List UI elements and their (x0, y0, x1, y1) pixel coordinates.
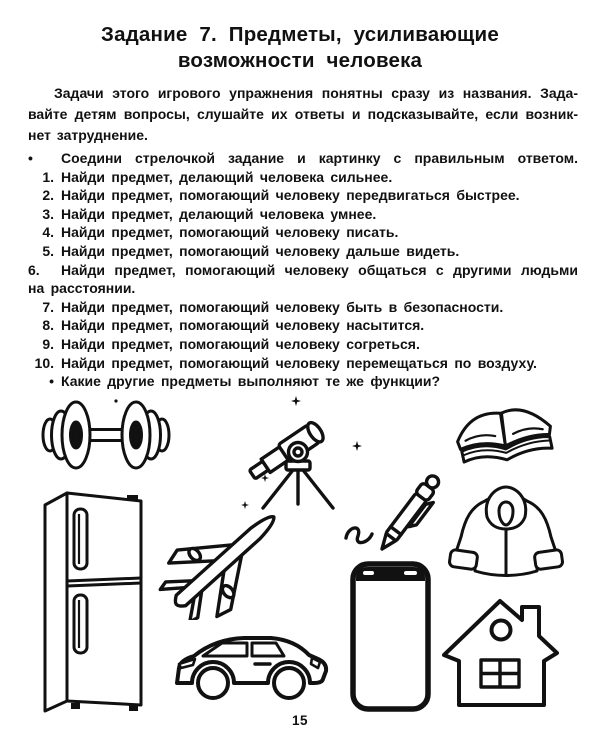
lead-bullet-text: Соедини стрелочкой задание и картинку с … (61, 150, 578, 166)
fur-coat-drawing[interactable] (447, 471, 565, 579)
lead-bullet-row: • Соедини стрелочкой задание и картинку с… (28, 149, 578, 168)
task-number: 5. (42, 242, 54, 259)
page-title-line1: Задание 7. Предметы, усиливающие (101, 23, 499, 46)
task-item-3[interactable]: 3. Найди предмет, делающий человека умнее… (28, 205, 578, 224)
intro-paragraph: Задачи этого игрового упражнения понятны… (28, 83, 578, 146)
task-text: Найди предмет, делающий человека умнее. (61, 205, 377, 222)
task-number: 1. (42, 168, 54, 185)
page-title: Задание 7. Предметы, усиливающие возможн… (28, 22, 572, 74)
task-text: Найди предмет, помогающий человеку быть … (61, 298, 504, 315)
task-text: Найди предмет, помогающий человеку перед… (61, 187, 520, 204)
task-text: Найди предмет, помогающий человеку насыт… (61, 317, 425, 334)
bullet-marker: • (28, 150, 33, 166)
pen-drawing[interactable] (338, 452, 453, 567)
task-text: Найди предмет, делающий человека сильнее… (61, 168, 393, 185)
task-number: 3. (42, 205, 54, 222)
task-item-9[interactable]: 9. Найди предмет, помогающий человеку сог… (28, 335, 578, 354)
task-item-6-continuation: на расстоянии. (28, 280, 136, 297)
task-item-7[interactable]: 7. Найди предмет, помогающий человеку быт… (28, 298, 578, 317)
task-text: Найди предмет, помогающий человеку перем… (61, 354, 537, 371)
bullet-marker: • (49, 373, 54, 390)
task-item-8[interactable]: 8. Найди предмет, помогающий человеку нас… (28, 316, 578, 335)
speck-icon (114, 399, 118, 403)
task-item-4[interactable]: 4. Найди предмет, помогающий человеку пис… (28, 223, 578, 242)
tail-bullet-text: Какие другие предметы выполняют те же фу… (61, 373, 441, 390)
refrigerator-drawing[interactable] (37, 481, 149, 713)
sparkle-icon (352, 441, 362, 451)
telescope-drawing[interactable] (243, 391, 353, 513)
task-item-1[interactable]: 1. Найди предмет, делающий человека сильн… (28, 168, 578, 187)
sparkle-icon (261, 474, 269, 482)
task-number: 9. (42, 335, 54, 352)
intro-line: нет затруднение. (28, 127, 148, 143)
task-text: Найди предмет, помогающий человеку дальш… (61, 242, 460, 259)
task-number: 4. (42, 224, 54, 241)
task-text: Найди предмет, помогающий человеку общат… (61, 261, 578, 278)
task-number: 7. (42, 298, 54, 315)
intro-line: Задачи этого игрового упражнения понятны… (54, 85, 578, 101)
page-title-line2: возможности человека (177, 49, 423, 72)
task-number: 8. (42, 317, 54, 334)
airplane-drawing[interactable] (152, 498, 302, 620)
task-item-5[interactable]: 5. Найди предмет, помогающий человеку дал… (28, 242, 578, 261)
tail-bullet-row: • Какие другие предметы выполняют те же ф… (28, 372, 578, 391)
task-item-10[interactable]: 10. Найди предмет, помогающий человеку пе… (28, 354, 578, 373)
open-book-drawing[interactable] (447, 394, 562, 470)
task-number: 6. (28, 261, 40, 278)
dumbbell-drawing[interactable] (36, 398, 176, 472)
task-list: • Соедини стрелочкой задание и картинку с… (28, 149, 578, 391)
task-item-6[interactable]: 6. Найди предмет, помогающий человеку общ… (28, 261, 578, 280)
house-drawing[interactable] (434, 590, 574, 708)
car-drawing[interactable] (162, 613, 337, 713)
smartphone-drawing[interactable] (348, 559, 433, 714)
page-number: 15 (291, 713, 309, 728)
sparkle-icon (241, 501, 249, 509)
task-text: Найди предмет, помогающий человеку согре… (61, 335, 420, 352)
task-item-2[interactable]: 2. Найди предмет, помогающий человеку пер… (28, 186, 578, 205)
sparkle-icon (291, 396, 301, 406)
task-number: 10. (34, 354, 54, 371)
task-number: 2. (42, 187, 54, 204)
intro-line: вайте детям вопросы, слушайте их ответы … (28, 106, 578, 122)
task-text: Найди предмет, помогающий человеку писат… (61, 224, 399, 241)
